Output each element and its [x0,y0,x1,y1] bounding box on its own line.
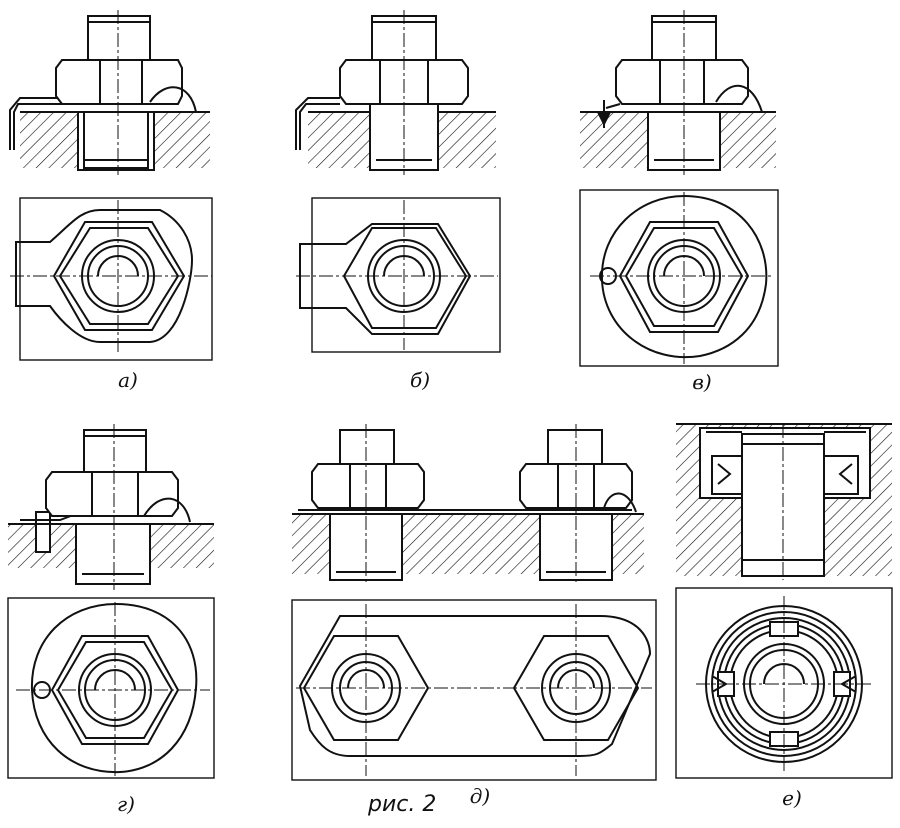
panel-a-plan-view [10,197,213,361]
panel-e-side-view [676,423,892,580]
panel-v-plan-view [579,189,779,367]
panel-e-plan-view [675,587,893,779]
panel-b-side-view [295,10,496,175]
caption-e: е) [782,786,802,810]
caption-b: б) [409,368,431,392]
panel-d-side-view [292,424,644,584]
caption-g: г) [117,792,135,816]
panel-a-side-view [9,10,210,175]
figure-title: рис. 2 [368,792,437,817]
caption-v: в) [692,370,712,394]
panel-v [579,10,779,367]
panel-b [295,10,501,353]
panel-v-side-view [580,10,776,175]
panel-g [7,424,215,779]
panel-d-plan-view [291,599,657,781]
panel-e [675,423,893,779]
caption-a: а) [118,368,138,392]
panel-a [9,10,213,361]
panel-g-plan-view [7,597,215,779]
panel-d [291,424,657,781]
caption-d: д) [469,784,491,808]
panel-g-side-view [8,424,214,590]
panel-b-plan-view [296,197,501,353]
